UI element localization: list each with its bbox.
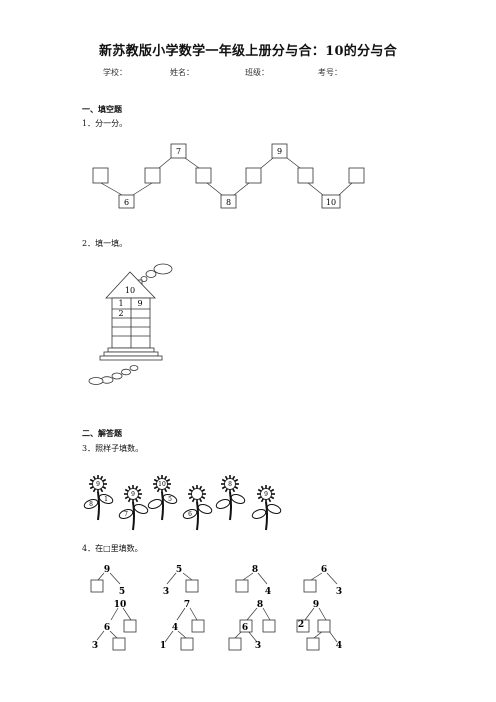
bond-number: 4 — [336, 641, 342, 651]
leaf-right — [98, 494, 114, 504]
bond-number: 3 — [92, 641, 98, 651]
tick-mark: , — [124, 596, 126, 603]
number-box — [321, 194, 341, 209]
flower: 9 8 1 — [83, 475, 114, 521]
blank-box[interactable] — [297, 167, 314, 184]
house-number: 2 — [118, 309, 123, 318]
bond-number: 4 — [265, 587, 271, 597]
blank-box[interactable] — [228, 637, 242, 651]
name-label: 姓名： — [170, 68, 194, 77]
exam-number-label: 考号： — [318, 68, 342, 77]
roof-number: 10 — [125, 286, 135, 295]
leaf-number: 6 — [188, 511, 192, 518]
flower-number: 8 — [228, 481, 232, 488]
leaf-left — [118, 509, 134, 519]
leaf-left — [215, 499, 231, 509]
question-4-label: 4．在□里填数。 — [82, 544, 143, 553]
bond-number: 6 — [104, 623, 110, 633]
blank-box[interactable] — [90, 579, 104, 593]
flower: 10 5 — [147, 475, 178, 521]
leaf-left — [147, 499, 163, 509]
bond-number: 8 — [252, 565, 258, 575]
zigzag-number: 7 — [176, 147, 181, 156]
bond-number: 3 — [336, 587, 342, 597]
leaf-left — [182, 509, 198, 519]
blank-box[interactable] — [195, 167, 212, 184]
bond-number: 3 — [255, 641, 261, 651]
bond-number: 2 — [298, 620, 304, 630]
blank-box[interactable] — [303, 579, 317, 593]
blank-box[interactable] — [239, 619, 253, 633]
leaf-right — [197, 504, 213, 514]
leaf-right — [162, 494, 178, 504]
bond-number: 10 — [114, 600, 127, 610]
flower-number: 9 — [131, 491, 135, 498]
section-answer-title: 二、解答题 — [82, 428, 122, 438]
flower: 8 — [215, 475, 246, 521]
leaf-right — [266, 504, 282, 514]
leaf-number: 5 — [168, 496, 172, 503]
flower-number: 9 — [264, 491, 268, 498]
leaf-left — [83, 499, 99, 509]
bond-number: 6 — [242, 623, 248, 633]
bond-number: 9 — [104, 565, 110, 575]
bond-number: 5 — [119, 587, 125, 597]
flower: 97 — [118, 485, 149, 531]
bond-number: 4 — [172, 623, 178, 633]
blank-box[interactable] — [144, 167, 161, 184]
page-title: 新苏教版小学数学一年级上册分与合：10的分与合 — [99, 44, 397, 59]
blank-box[interactable] — [191, 619, 205, 633]
zigzag-number: 9 — [277, 147, 282, 156]
question-2-label: 2．填一填。 — [82, 239, 128, 248]
flower: 6 — [182, 485, 213, 531]
blank-box[interactable] — [317, 619, 331, 633]
leaf-number: 7 — [124, 511, 128, 518]
blank-box[interactable] — [306, 637, 320, 651]
blank-box[interactable] — [92, 167, 109, 184]
zigzag-number: 8 — [226, 198, 231, 207]
leaf-right — [133, 504, 149, 514]
flower-number: 10 — [158, 481, 166, 488]
bond-number: 9 — [313, 600, 319, 610]
blank-box[interactable] — [235, 579, 249, 593]
number-box — [271, 143, 288, 159]
blank-box[interactable] — [245, 167, 262, 184]
school-label: 学校： — [103, 68, 127, 77]
leaf-number: 8 — [89, 501, 93, 508]
number-box — [118, 194, 135, 209]
zigzag-number: 10 — [326, 198, 336, 207]
class-label: 班级： — [245, 68, 269, 77]
bond-number: 3 — [163, 587, 169, 597]
bond-number: 6 — [321, 565, 327, 575]
bond-number: 8 — [257, 600, 263, 610]
blank-box[interactable] — [348, 167, 365, 184]
leaf-right — [230, 494, 246, 504]
bond-number: 7 — [184, 600, 190, 610]
section-fill-blank-title: 一、填空题 — [82, 104, 122, 114]
question-1-label: 1．分一分。 — [82, 119, 128, 128]
number-box — [220, 194, 237, 209]
bond-number: 5 — [176, 565, 182, 575]
flower-number: 9 — [96, 481, 100, 488]
blank-box[interactable] — [296, 619, 310, 633]
number-box — [170, 143, 187, 159]
leaf-number: 1 — [104, 496, 108, 503]
blank-box[interactable] — [180, 637, 194, 651]
leaf-left — [251, 509, 267, 519]
blank-box[interactable] — [262, 619, 276, 633]
house-number: 1 — [118, 299, 123, 308]
question-3-label: 3．照样子填数。 — [82, 444, 144, 453]
blank-box[interactable] — [112, 637, 126, 651]
blank-box[interactable] — [185, 579, 199, 593]
zigzag-number: 6 — [124, 198, 129, 207]
bond-number: 1 — [160, 641, 166, 651]
flower: 9 — [251, 485, 282, 531]
house-number: 9 — [137, 299, 142, 308]
blank-box[interactable] — [123, 619, 137, 633]
